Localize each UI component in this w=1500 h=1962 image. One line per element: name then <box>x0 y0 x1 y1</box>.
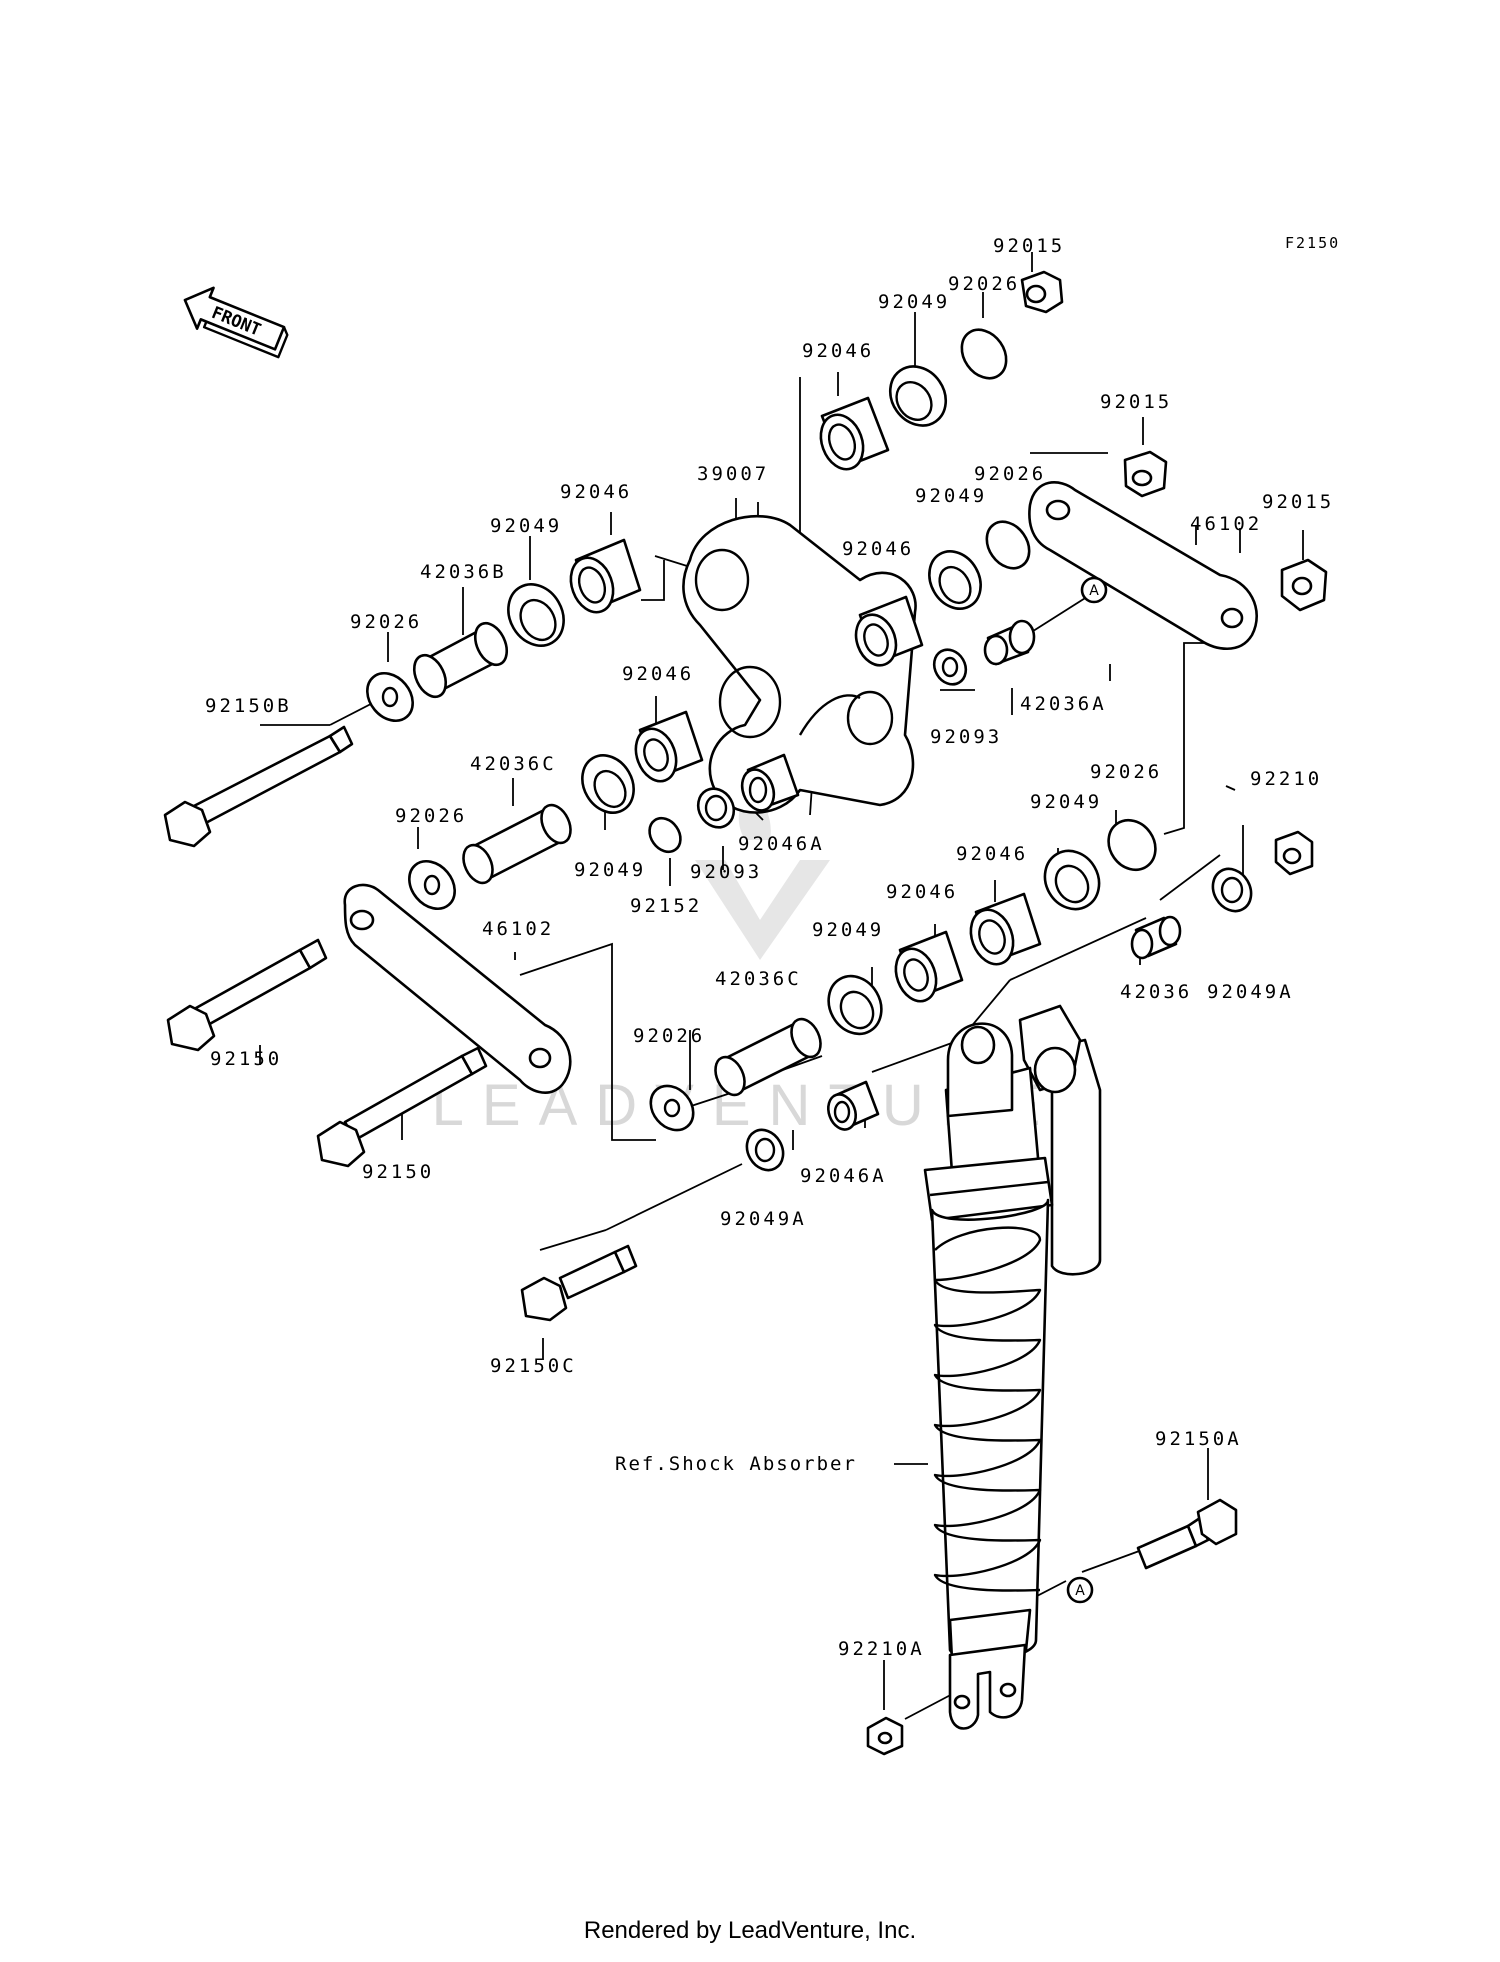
diagram-code: F2150 <box>1285 234 1340 252</box>
label-bolt-a: 92150A <box>1155 1428 1242 1450</box>
nut-right-upper <box>1123 450 1168 498</box>
label-nut-210a: 92210A <box>838 1638 925 1660</box>
bolt-c <box>520 1244 638 1322</box>
shock-absorber <box>923 1004 1102 1730</box>
label-bolt-b: 92150B <box>205 695 292 717</box>
front-arrow: FRONT <box>183 286 289 359</box>
washer-152 <box>648 816 682 854</box>
tie-rod-left <box>343 883 572 1094</box>
label-ring-mid: 92093 <box>930 726 1002 748</box>
label-nut-right: 92015 <box>1262 491 1334 513</box>
label-washer-left: 92026 <box>350 611 422 633</box>
label-seal-lower: 92049 <box>812 919 884 941</box>
footer-credit: Rendered by LeadVenture, Inc. <box>584 1917 916 1944</box>
bearing-lower <box>894 930 964 1003</box>
label-seal-top: 92049 <box>878 291 950 313</box>
callout-a-lower: A <box>1066 1576 1094 1604</box>
callout-a-lower-text: A <box>1075 1583 1085 1599</box>
bearing-mid-right <box>854 595 924 667</box>
label-nut-210: 92210 <box>1250 768 1322 790</box>
label-bearing-top: 92046 <box>802 340 874 362</box>
label-bolt-upper-left: 92150 <box>210 1048 282 1070</box>
label-bearing-mid-right: 92046 <box>842 538 914 560</box>
label-washer-top: 92026 <box>948 273 1020 295</box>
label-collar-b: 42036B <box>420 561 507 583</box>
nut-right <box>1280 558 1328 612</box>
label-seal-49a-lower: 92049A <box>720 1208 807 1230</box>
callout-a-upper-text: A <box>1089 583 1099 599</box>
bearing-right-lower <box>969 892 1042 966</box>
label-bolt-c: 92150C <box>490 1355 577 1377</box>
seal-lower <box>827 974 883 1036</box>
label-seal-center: 92049 <box>574 859 646 881</box>
tie-rod-right <box>1028 481 1258 650</box>
nut-210 <box>1274 830 1314 876</box>
bolt-b <box>163 725 354 848</box>
label-seal-49a-right: 92049A <box>1207 981 1294 1003</box>
bearing-46a-lower <box>827 1080 880 1131</box>
washer-right-lower <box>1107 818 1157 872</box>
label-bearing-right-lower: 92046 <box>956 843 1028 865</box>
label-washer-right-lower: 92026 <box>1090 761 1162 783</box>
label-washer-mid-right: 92026 <box>974 463 1046 485</box>
label-collar-a: 42036A <box>1020 693 1107 715</box>
ring-mid <box>932 648 968 686</box>
seal-right-lower <box>1043 849 1101 911</box>
seal-left <box>507 583 565 647</box>
seal-49a-right <box>1211 867 1253 913</box>
label-collar-42036: 42036 <box>1120 981 1192 1003</box>
label-reference-shock: Ref.Shock Absorber <box>615 1453 857 1475</box>
label-seal-mid-right: 92049 <box>915 485 987 507</box>
seal-top <box>888 365 948 427</box>
washer-left <box>366 671 414 723</box>
label-tie-rod-right: 46102 <box>1190 513 1262 535</box>
label-bearing-46a-lower: 92046A <box>800 1165 887 1187</box>
bolt-upper-left <box>166 938 328 1052</box>
label-nut-right-upper: 92015 <box>1100 391 1172 413</box>
washer-lower <box>649 1084 695 1132</box>
label-bolt-lower-left: 92150 <box>362 1161 434 1183</box>
bolt-lower-left <box>316 1046 488 1168</box>
ring-center <box>696 787 736 829</box>
label-nut-top: 92015 <box>993 235 1065 257</box>
collar-b <box>412 621 509 699</box>
nut-210a <box>866 1716 904 1756</box>
collar-a <box>983 619 1036 666</box>
washer-mid-right <box>985 520 1031 570</box>
label-bearing-46a-upper: 92046A <box>738 833 825 855</box>
label-collar-c-upper: 42036C <box>470 753 557 775</box>
collar-42036 <box>1130 915 1182 960</box>
label-rocker-arm: 39007 <box>697 463 769 485</box>
bearing-top <box>819 396 890 471</box>
label-washer-center-left: 92026 <box>395 805 467 827</box>
bolt-a <box>1136 1498 1238 1570</box>
washer-top <box>960 328 1008 380</box>
bearing-46a-upper <box>740 753 800 812</box>
label-bearing-lower: 92046 <box>886 881 958 903</box>
label-tie-rod-left: 46102 <box>482 918 554 940</box>
nut-top <box>1020 270 1064 314</box>
label-ring-center: 92093 <box>690 861 762 883</box>
label-seal-right-lower: 92049 <box>1030 791 1102 813</box>
collar-c-lower <box>714 1017 822 1097</box>
label-washer-152: 92152 <box>630 895 702 917</box>
label-bearing-center: 92046 <box>622 663 694 685</box>
rocker-arm <box>682 514 917 814</box>
label-collar-c-lower: 42036C <box>715 968 802 990</box>
callout-a-upper: A <box>1080 576 1108 604</box>
seal-mid-right <box>928 550 982 610</box>
seal-center <box>581 754 635 814</box>
part-labels: 92015 92026 92049 92046 39007 92015 4610… <box>205 235 1334 1660</box>
label-washer-lower: 92026 <box>633 1025 705 1047</box>
bearing-left <box>569 538 642 614</box>
bearing-center <box>634 710 704 783</box>
washer-center-left <box>408 859 456 911</box>
seal-49a-lower <box>745 1128 785 1172</box>
collar-c-upper <box>462 803 572 885</box>
label-bearing-left: 92046 <box>560 481 632 503</box>
label-seal-left: 92049 <box>490 515 562 537</box>
